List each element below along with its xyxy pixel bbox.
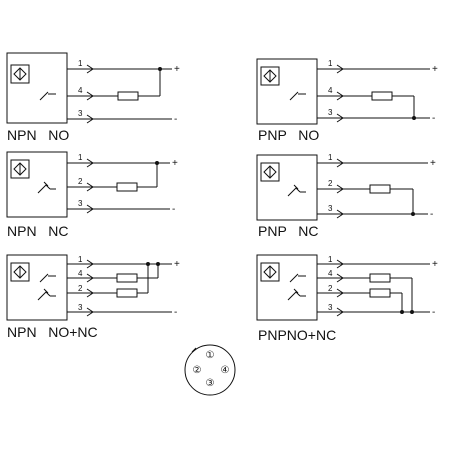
- inductive-sensor-icon: [260, 262, 280, 282]
- positive-terminal: +: [172, 158, 178, 169]
- pin-label: 3: [328, 108, 333, 117]
- nc-switch-icon: [37, 288, 56, 301]
- negative-terminal: -: [430, 209, 433, 220]
- sensor-housing: [6, 254, 68, 321]
- negative-terminal: -: [172, 204, 175, 215]
- connector-pin-label: ①: [206, 350, 215, 361]
- sensor-housing: [256, 58, 318, 125]
- no-switch-icon: [289, 273, 306, 283]
- pin-label: 1: [328, 255, 333, 264]
- junction-dot: [155, 161, 159, 165]
- sensor-type-label: NPN NO: [7, 127, 69, 143]
- positive-terminal: +: [432, 259, 438, 270]
- pin-label: 2: [78, 284, 83, 293]
- sensor-type-label: NPN NO+NC: [7, 324, 98, 340]
- positive-terminal: +: [174, 64, 180, 75]
- sensor-type-label: PNP NC: [258, 223, 318, 239]
- sensor-housing: [6, 151, 68, 218]
- positive-terminal: +: [430, 158, 436, 169]
- pin-label: 2: [78, 177, 83, 186]
- pin-label: 3: [328, 204, 333, 213]
- nc-switch-icon: [37, 181, 56, 194]
- pin-label: 2: [328, 179, 333, 188]
- pin-label: 1: [328, 59, 333, 68]
- m12-connector-icon: ① ② ③ ④: [184, 344, 236, 396]
- negative-terminal: -: [432, 113, 435, 124]
- sensor-type-label: NPN NC: [7, 223, 68, 239]
- pin-label: 3: [328, 303, 333, 312]
- pin-label: 4: [328, 269, 333, 278]
- inductive-sensor-icon: [10, 64, 30, 84]
- load-resistor: [116, 288, 138, 298]
- sensor-npn-no: 1 4 3 + - NPN NO: [6, 52, 180, 143]
- positive-terminal: +: [432, 64, 438, 75]
- nc-switch-icon: [287, 184, 306, 197]
- sensor-pnp-no: 1 4 3 + - PNP NO: [256, 58, 438, 143]
- pin-label: 1: [78, 255, 83, 264]
- pin-label: 4: [78, 86, 83, 95]
- pin-label: 1: [328, 153, 333, 162]
- sensor-pnp-no-nc: 1 4 2 3 + - PNPNO+NC: [256, 254, 438, 343]
- connector-outline: [184, 344, 236, 396]
- negative-terminal: -: [174, 114, 177, 125]
- connector-pin-label: ②: [193, 365, 202, 376]
- pin-label: 3: [78, 199, 83, 208]
- inductive-sensor-icon: [260, 66, 280, 86]
- sensor-npn-nc: 1 2 3 + - NPN NC: [6, 151, 178, 239]
- sensor-npn-no-nc: 1 4 2 3 + - NPN NO+NC: [6, 254, 180, 340]
- sensor-housing: [256, 154, 318, 221]
- inductive-sensor-icon: [260, 162, 280, 182]
- pin-label: 3: [78, 109, 83, 118]
- sensor-housing: [256, 254, 318, 321]
- connector-key-notch: [191, 347, 197, 353]
- no-switch-icon: [39, 91, 56, 101]
- inductive-sensor-icon: [10, 159, 30, 179]
- junction-dot: [146, 262, 150, 266]
- junction-dot: [158, 67, 162, 71]
- no-switch-icon: [289, 91, 306, 101]
- load-resistor: [116, 182, 138, 192]
- no-switch-icon: [39, 273, 56, 283]
- load-resistor: [117, 91, 139, 101]
- sensor-housing: [6, 52, 68, 124]
- load-resistor: [369, 288, 391, 298]
- load-resistor: [369, 273, 391, 283]
- sensor-pnp-nc: 1 2 3 + - PNP NC: [256, 153, 436, 239]
- negative-terminal: -: [174, 307, 177, 318]
- load-resistor: [116, 273, 138, 283]
- connector-pin-label: ③: [206, 378, 215, 389]
- pin-label: 3: [78, 303, 83, 312]
- positive-terminal: +: [174, 259, 180, 270]
- junction-dot: [156, 262, 160, 266]
- sensor-type-label: PNP NO: [258, 127, 319, 143]
- pin-label: 1: [78, 59, 83, 68]
- load-resistor: [371, 91, 393, 101]
- nc-switch-icon: [287, 288, 306, 301]
- pin-label: 4: [78, 269, 83, 278]
- inductive-sensor-icon: [10, 262, 30, 282]
- sensor-type-label: PNPNO+NC: [258, 327, 336, 343]
- connector-pin-label: ④: [221, 365, 230, 376]
- pin-label: 2: [328, 284, 333, 293]
- negative-terminal: -: [432, 307, 435, 318]
- pin-label: 1: [78, 153, 83, 162]
- pin-label: 4: [328, 86, 333, 95]
- load-resistor: [369, 184, 391, 194]
